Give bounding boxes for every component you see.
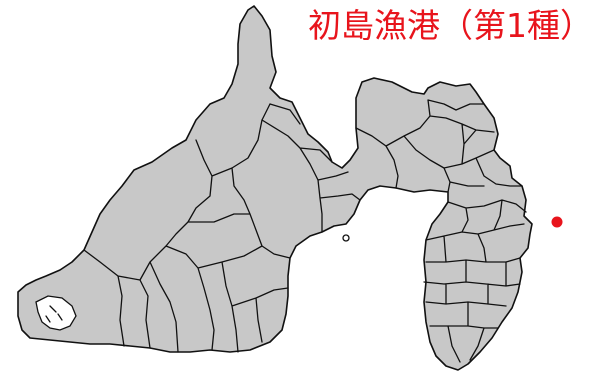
municipal-borders-west: [83, 103, 291, 353]
hamana-lake: [35, 295, 77, 331]
municipal-borders-east: [355, 99, 523, 193]
municipal-borders-izu: [423, 199, 527, 363]
prefecture-landmass: [17, 5, 533, 371]
municipal-borders-central: [261, 103, 361, 233]
map-title: 初島漁港（第1種）: [308, 6, 593, 45]
hamana-lake-islets: [45, 305, 63, 323]
fishing-port-marker: [551, 216, 563, 228]
numazu-inlet: [342, 234, 350, 242]
